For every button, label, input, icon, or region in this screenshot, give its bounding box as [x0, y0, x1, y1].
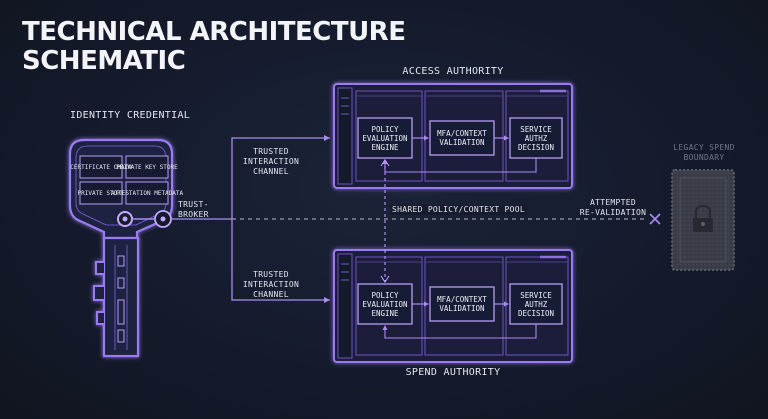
key-cell-private-key-store: PRIVATE KEY STORE	[116, 163, 178, 171]
revalidation-label: ATTEMPTED RE-VALIDATION	[579, 198, 647, 217]
trust-broker-label: TRUST- BROKER	[178, 200, 209, 219]
key-cell-certificate-chain: CERTIFICATE CHAIN	[70, 163, 132, 171]
title-line-1: TECHNICAL ARCHITECTURE	[22, 17, 406, 47]
access-mfa-validation: MFA/CONTEXT VALIDATION	[437, 129, 487, 147]
access-authz-decision: SERVICE AUTHZ DECISION	[517, 124, 555, 152]
lower-channel-label: TRUSTED INTERACTION CHANNEL	[242, 270, 300, 299]
spend-authz-decision: SERVICE AUTHZ DECISION	[517, 290, 555, 318]
key-cell-private-store: PRIVATE STORE	[77, 189, 125, 197]
shared-pool-label: SHARED POLICY/CONTEXT POOL	[390, 205, 528, 215]
spend-policy-engine: POLICY EVALUATION ENGINE	[362, 290, 408, 318]
spend-mfa-validation: MFA/CONTEXT VALIDATION	[437, 295, 487, 313]
title-line-2: SCHEMATIC	[22, 46, 186, 76]
x-mark-icon	[649, 213, 661, 225]
spend-authority-label: SPEND AUTHORITY	[405, 367, 501, 378]
shared-pool-link	[380, 159, 390, 283]
access-authority-server	[333, 83, 573, 189]
access-policy-engine: POLICY EVALUATION ENGINE	[362, 124, 408, 152]
access-authority-label: ACCESS AUTHORITY	[402, 66, 504, 77]
key-cell-attestation-metadata: ATTESTATION METADATA	[110, 189, 184, 197]
spend-authority-server	[333, 249, 573, 363]
legacy-boundary-label: LEGACY SPEND BOUNDARY	[673, 143, 735, 162]
identity-credential-label: IDENTITY CREDENTIAL	[70, 110, 191, 121]
padlock-icon	[693, 204, 713, 232]
connectors	[171, 135, 648, 303]
upper-channel-label: TRUSTED INTERACTION CHANNEL	[242, 147, 300, 176]
key-cells	[79, 155, 169, 205]
page-title: TECHNICAL ARCHITECTURE SCHEMATIC	[22, 17, 406, 76]
